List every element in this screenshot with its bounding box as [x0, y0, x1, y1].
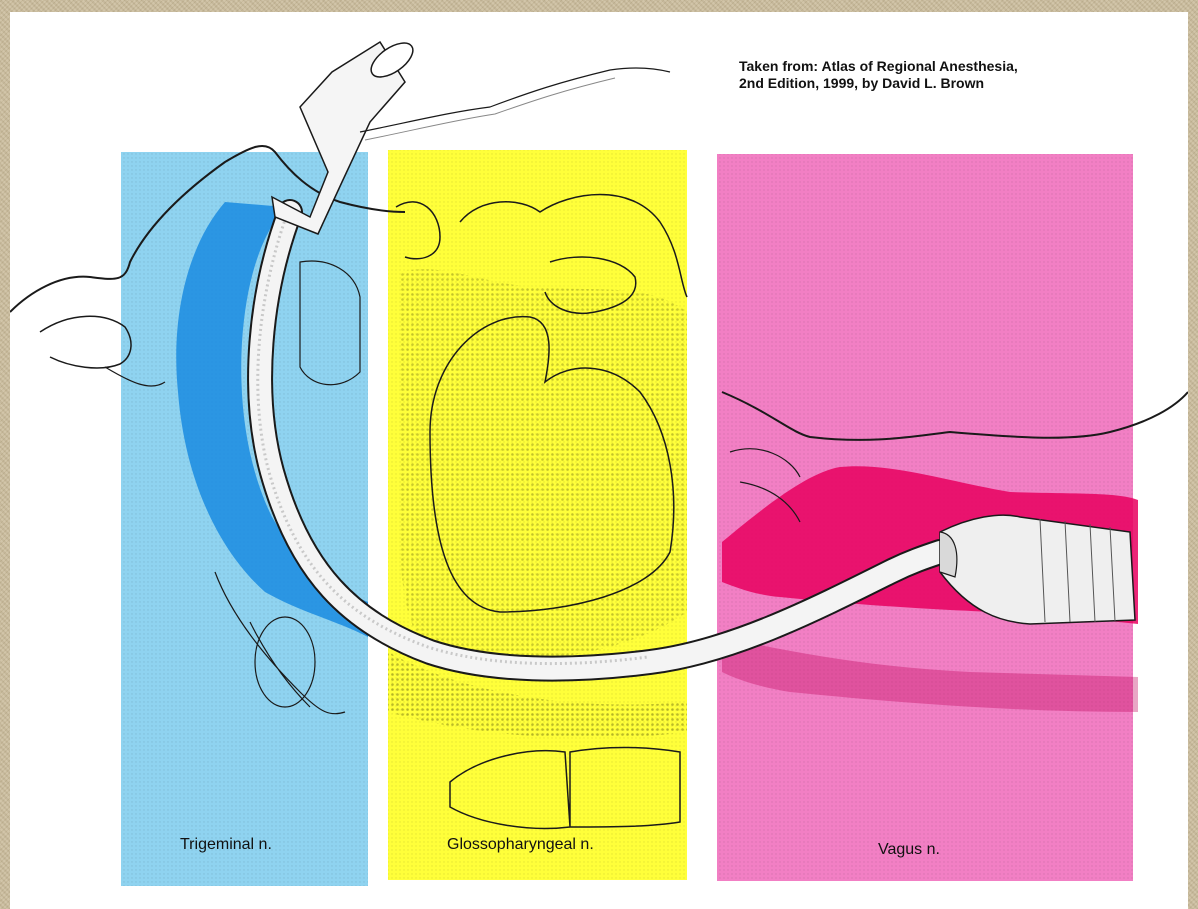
pilot-line-inner [365, 78, 615, 140]
source-credit-line-1: Taken from: Atlas of Regional Anesthesia… [739, 58, 1018, 75]
glossopharyngeal-label: Glossopharyngeal n. [447, 836, 594, 854]
trigeminal-label: Trigeminal n. [180, 836, 272, 854]
airway-illustration [10, 12, 1188, 909]
lip-outline [40, 316, 131, 368]
tongue-shading [400, 269, 687, 660]
source-credit: Taken from: Atlas of Regional Anesthesia… [739, 58, 1018, 92]
vagus-label: Vagus n. [878, 841, 940, 859]
illustration-canvas: Taken from: Atlas of Regional Anesthesia… [10, 12, 1188, 909]
pilot-line [360, 68, 670, 132]
source-credit-line-2: 2nd Edition, 1999, by David L. Brown [739, 75, 1018, 92]
